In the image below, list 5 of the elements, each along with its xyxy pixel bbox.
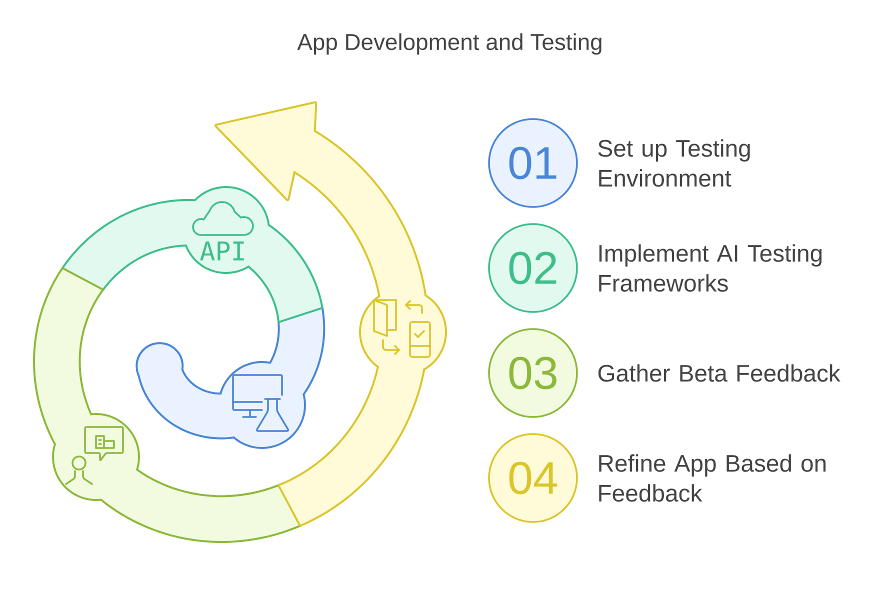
- step-label: Implement AI Testing Frameworks: [599, 244, 822, 292]
- step-label: Gather Beta Feedback: [598, 364, 840, 382]
- step-label: Set up Testing Environment: [598, 139, 750, 187]
- title: App Development and Testing: [297, 33, 602, 55]
- step-label: Refine App Based on Feedback: [599, 454, 826, 502]
